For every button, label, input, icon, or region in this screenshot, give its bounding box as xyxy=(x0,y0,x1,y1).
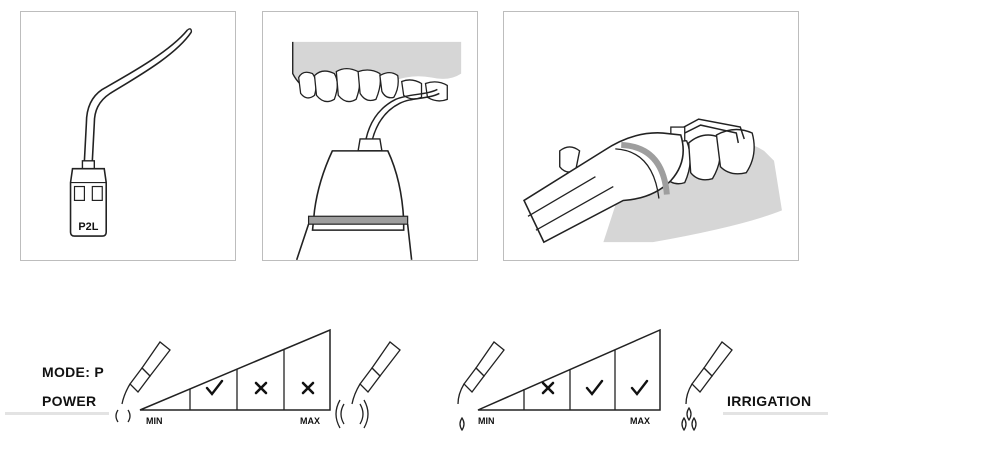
irrigation-check-mark-2 xyxy=(585,379,604,396)
handpiece-high-irrigation-icon xyxy=(681,341,733,432)
power-cross-mark-2 xyxy=(254,381,268,395)
irrigation-underline xyxy=(723,412,828,415)
power-underline xyxy=(5,412,109,415)
handpiece-high-power-icon xyxy=(335,341,401,429)
handpiece-low-power-icon xyxy=(115,341,171,423)
power-scale: MIN MAX xyxy=(139,328,331,426)
handpiece-in-mouth-illustration xyxy=(292,41,462,260)
power-check-mark-1 xyxy=(205,379,224,396)
irrigation-max-label: MAX xyxy=(630,416,650,426)
tip-illustration-panel: P2L xyxy=(20,11,236,261)
mode-label: MODE: P xyxy=(42,364,104,380)
irrigation-scale: MIN MAX xyxy=(477,328,661,426)
mouth-illustration-panel xyxy=(262,11,478,261)
irrigation-min-label: MIN xyxy=(478,416,495,426)
tip-on-tooth-illustration xyxy=(523,118,782,244)
power-label: POWER xyxy=(42,393,97,409)
irrigation-check-mark-3 xyxy=(630,379,649,396)
power-min-label: MIN xyxy=(146,416,163,426)
power-max-label: MAX xyxy=(300,416,320,426)
power-cross-mark-3 xyxy=(301,381,315,395)
tip-model-label: P2L xyxy=(78,221,98,233)
irrigation-label: IRRIGATION xyxy=(727,393,812,409)
scaler-tip-illustration: P2L xyxy=(69,28,193,237)
tooth-closeup-panel xyxy=(503,11,799,261)
irrigation-cross-mark-1 xyxy=(541,381,555,395)
handpiece-low-irrigation-icon xyxy=(457,341,505,432)
